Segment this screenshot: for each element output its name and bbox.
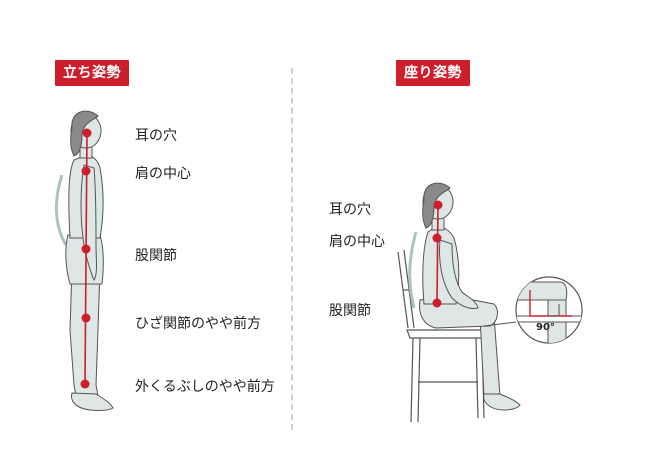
knee-angle-inset: 90° [483, 276, 583, 344]
standing-feet [71, 392, 114, 412]
standing-label-shoulder: 肩の中心 [135, 166, 191, 182]
standing-label-ear: 耳の穴 [135, 128, 177, 144]
standing-posture-title: 立ち姿勢 [55, 60, 129, 86]
standing-arm [80, 164, 97, 281]
standing-hair [70, 110, 99, 157]
sitting-point-hip [432, 298, 442, 308]
sitting-plumb-line [436, 204, 439, 304]
standing-label-knee: ひざ関節のやや前方 [135, 316, 261, 332]
sitting-label-hip: 股関節 [329, 303, 371, 319]
sitting-figure [419, 182, 521, 411]
sitting-posture-title: 座り姿勢 [396, 60, 470, 86]
standing-point-ear [82, 128, 92, 138]
sitting-point-ear [433, 200, 443, 210]
sitting-label-ear: 耳の穴 [329, 202, 371, 218]
section-divider [291, 68, 293, 430]
sitting-feet [483, 393, 521, 411]
standing-point-knee [81, 313, 91, 323]
standing-spine-curve [54, 174, 68, 246]
standing-label-ankle: 外くるぶしのやや前方 [135, 379, 275, 395]
knee-angle-label: 90° [536, 322, 555, 333]
standing-label-hip: 股関節 [135, 248, 177, 264]
sitting-point-shoulder [432, 233, 442, 243]
sitting-arm [439, 239, 479, 309]
standing-point-hip [81, 244, 91, 254]
chair [397, 249, 486, 423]
sitting-spine-curve [408, 231, 418, 309]
standing-point-ankle [80, 379, 90, 389]
sitting-label-shoulder: 肩の中心 [329, 234, 385, 250]
standing-point-shoulder [81, 166, 91, 176]
